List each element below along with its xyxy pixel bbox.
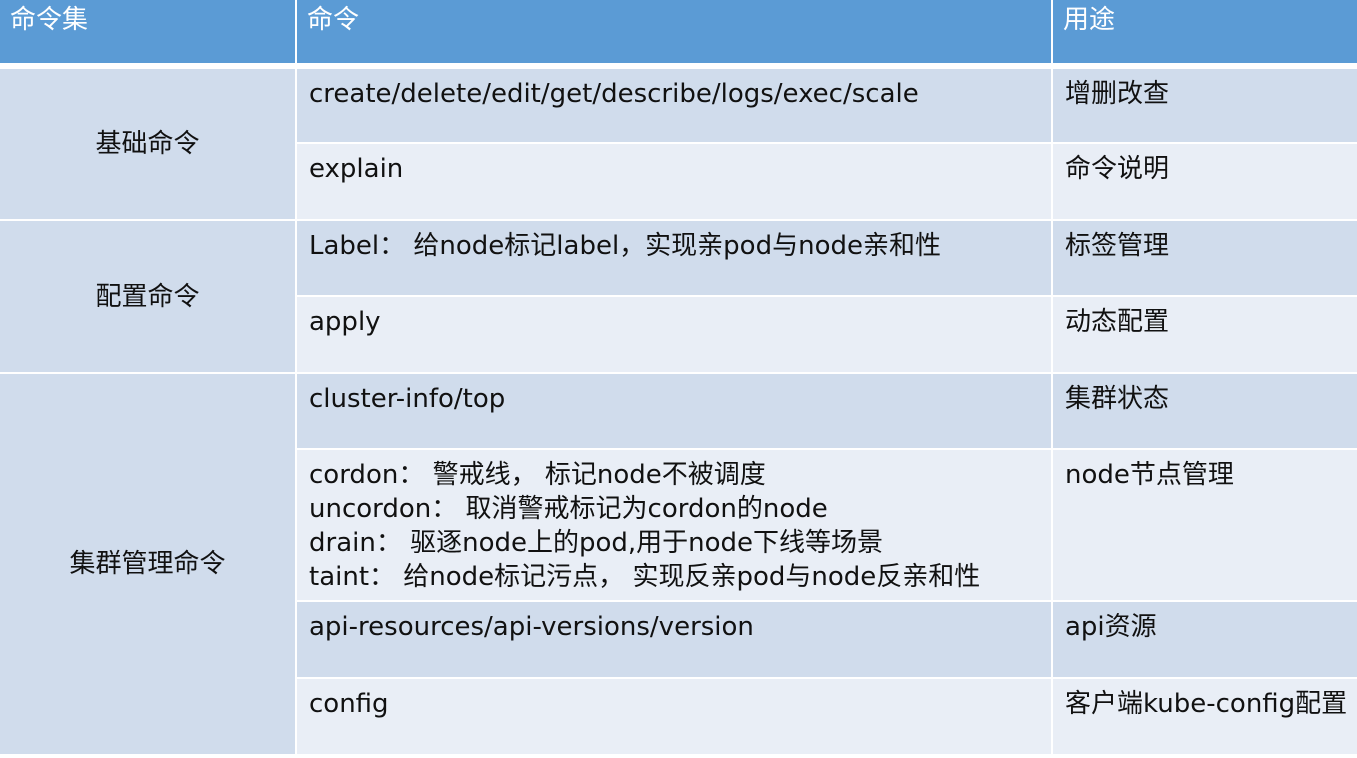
- command-cell-multiline: cordon： 警戒线， 标记node不被调度 uncordon： 取消警戒标记…: [296, 449, 1053, 602]
- group-cluster-management-commands: 集群管理命令: [0, 373, 297, 756]
- command-cell: explain: [296, 143, 1053, 221]
- table-row: explain 命令说明: [0, 143, 1357, 221]
- command-cell: config: [296, 678, 1053, 756]
- table-row: api-resources/api-versions/version api资源: [0, 601, 1357, 679]
- purpose-cell: 客户端kube-config配置: [1052, 678, 1357, 756]
- command-line-cordon: cordon： 警戒线， 标记node不被调度: [309, 460, 766, 490]
- table-row: 配置命令 Label： 给node标记label，实现亲pod与node亲和性 …: [0, 220, 1357, 374]
- command-line-drain: drain： 驱逐node上的pod,用于node下线等场景: [309, 528, 884, 558]
- command-cell: create/delete/edit/get/describe/logs/exe…: [296, 66, 1053, 144]
- command-cell: apply: [296, 296, 1053, 374]
- header-purpose: 用途: [1052, 0, 1357, 69]
- header-command: 命令: [296, 0, 1053, 69]
- purpose-cell: 集群状态: [1052, 373, 1357, 450]
- header-command-set: 命令集: [0, 0, 297, 69]
- table-row: config 客户端kube-config配置: [0, 678, 1357, 756]
- table-row: 集群管理命令 cluster-info/top 集群状态: [0, 373, 1357, 756]
- table-row: 基础命令 create/delete/edit/get/describe/log…: [0, 66, 1357, 221]
- purpose-cell: 增删改查: [1052, 66, 1357, 144]
- table-row: cordon： 警戒线， 标记node不被调度 uncordon： 取消警戒标记…: [0, 449, 1357, 602]
- purpose-cell: 命令说明: [1052, 143, 1357, 221]
- command-cell: api-resources/api-versions/version: [296, 601, 1053, 679]
- table-header-row: 命令集 命令 用途: [0, 0, 1357, 69]
- command-cell: cluster-info/top: [296, 373, 1053, 450]
- purpose-cell: api资源: [1052, 601, 1357, 679]
- group-config-commands: 配置命令: [0, 220, 297, 374]
- command-cell: Label： 给node标记label，实现亲pod与node亲和性: [296, 220, 1053, 297]
- purpose-cell: 动态配置: [1052, 296, 1357, 374]
- group-basic-commands: 基础命令: [0, 66, 297, 221]
- table-row: apply 动态配置: [0, 296, 1357, 374]
- command-line-uncordon: uncordon： 取消警戒标记为cordon的node: [309, 494, 828, 524]
- purpose-cell: node节点管理: [1052, 449, 1357, 602]
- command-line-taint: taint： 给node标记污点， 实现反亲pod与node反亲和性: [309, 562, 981, 592]
- purpose-cell: 标签管理: [1052, 220, 1357, 297]
